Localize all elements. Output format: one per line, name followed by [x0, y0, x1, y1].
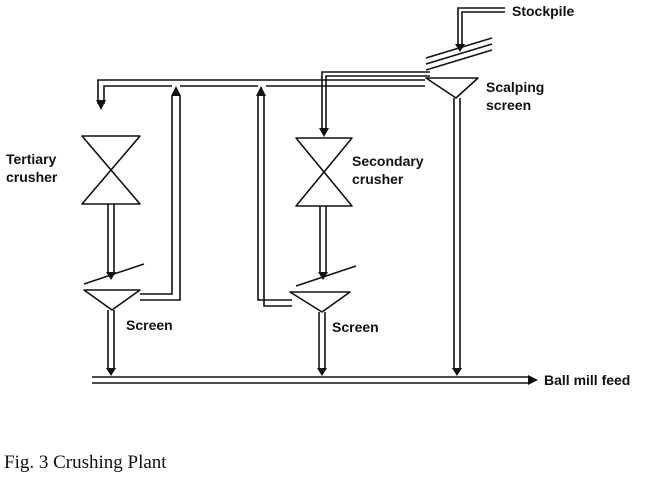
scalping-screen: [425, 37, 493, 99]
figure-caption: Fig. 3 Crushing Plant: [4, 452, 167, 473]
ball-mill-feed-conveyor: [92, 375, 538, 385]
tertiary-crusher-label-line1: Tertiary: [6, 151, 57, 167]
secondary-crusher-label-line2: crusher: [352, 171, 404, 187]
tertiary-crusher: [81, 135, 141, 205]
secondary-down-pipe: [318, 206, 328, 280]
tertiary-crusher-label-line2: crusher: [6, 169, 58, 185]
screen-right-shape: [289, 265, 357, 313]
screen-left-outflow: [106, 310, 116, 376]
ball-mill-feed-label: Ball mill feed: [544, 372, 630, 388]
scalping-screen-label-line1: Scalping: [486, 79, 544, 95]
screen-left-label: Screen: [126, 317, 173, 333]
secondary-recycle-pipe: [256, 86, 292, 307]
secondary-crusher: [295, 137, 353, 207]
scalping-screen-label-line2: screen: [486, 97, 531, 113]
tertiary-down-pipe: [106, 204, 116, 280]
tertiary-recycle-pipe: [140, 86, 181, 301]
secondary-crusher-label-line1: Secondary: [352, 153, 424, 169]
top-conveyor: [96, 71, 430, 137]
stockpile-feed-line: [455, 7, 505, 52]
stockpile-label: Stockpile: [512, 3, 574, 19]
scalping-undersize-pipe: [452, 98, 462, 376]
screen-right-label: Screen: [332, 319, 379, 335]
screen-left-shape: [83, 263, 145, 311]
screen-right-outflow: [317, 312, 327, 376]
